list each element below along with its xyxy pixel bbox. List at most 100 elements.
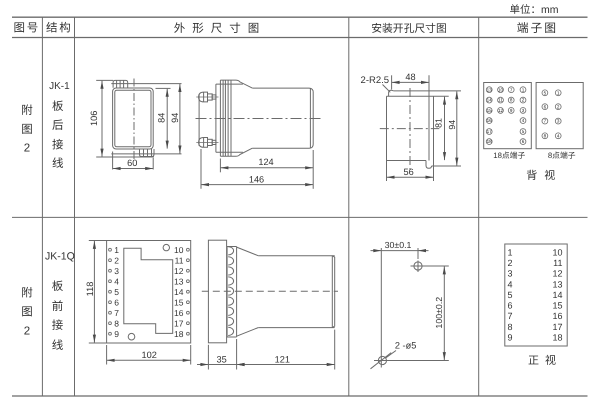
svg-text:30±0.1: 30±0.1 xyxy=(385,240,412,250)
svg-text:结构: 结构 xyxy=(46,22,73,35)
svg-text:8: 8 xyxy=(114,319,119,329)
svg-text:17: 17 xyxy=(487,129,493,134)
svg-text:线: 线 xyxy=(52,157,64,170)
svg-text:60: 60 xyxy=(127,158,137,168)
svg-text:7: 7 xyxy=(544,119,547,124)
svg-text:背: 背 xyxy=(526,169,537,182)
svg-text:2: 2 xyxy=(24,142,30,154)
svg-text:6: 6 xyxy=(522,139,525,144)
svg-text:13: 13 xyxy=(487,87,493,92)
svg-text:121: 121 xyxy=(275,354,290,364)
svg-text:11: 11 xyxy=(175,256,184,266)
svg-text:118: 118 xyxy=(85,282,95,297)
svg-text:18: 18 xyxy=(487,139,493,144)
svg-text:4: 4 xyxy=(557,133,560,138)
svg-text:17: 17 xyxy=(552,322,562,332)
svg-text:146: 146 xyxy=(249,175,264,185)
svg-text:外形尺寸图: 外形尺寸图 xyxy=(174,22,267,35)
svg-text:9: 9 xyxy=(508,333,513,343)
svg-text:8点端子: 8点端子 xyxy=(548,151,576,160)
svg-text:8: 8 xyxy=(544,133,547,138)
svg-text:10: 10 xyxy=(552,247,562,257)
svg-text:11: 11 xyxy=(498,98,503,103)
svg-text:2: 2 xyxy=(24,326,30,338)
svg-text:安装开孔尺寸图: 安装开孔尺寸图 xyxy=(371,22,447,35)
svg-text:12: 12 xyxy=(174,266,184,276)
svg-text:16: 16 xyxy=(174,308,184,318)
svg-text:8: 8 xyxy=(508,322,513,332)
svg-text:5: 5 xyxy=(114,287,119,297)
svg-text:35: 35 xyxy=(216,354,226,364)
svg-text:9: 9 xyxy=(114,329,119,339)
svg-text:板: 板 xyxy=(52,100,64,113)
svg-text:18: 18 xyxy=(552,333,562,343)
svg-text:100±0.2: 100±0.2 xyxy=(434,297,444,329)
svg-text:1: 1 xyxy=(557,90,560,95)
svg-text:10: 10 xyxy=(498,87,504,92)
svg-text:13: 13 xyxy=(552,279,562,289)
svg-text:1: 1 xyxy=(522,87,525,92)
svg-text:3: 3 xyxy=(114,266,119,276)
svg-text:端子图: 端子图 xyxy=(517,21,558,35)
svg-text:18: 18 xyxy=(174,329,184,339)
svg-text:5: 5 xyxy=(508,290,513,300)
svg-text:JK-1Q: JK-1Q xyxy=(45,251,75,263)
svg-text:14: 14 xyxy=(552,290,562,300)
svg-text:15: 15 xyxy=(487,108,493,113)
svg-text:12: 12 xyxy=(552,269,562,279)
svg-text:单位：mm: 单位：mm xyxy=(510,4,559,16)
svg-text:17: 17 xyxy=(174,319,184,329)
svg-text:16: 16 xyxy=(552,311,562,321)
svg-text:102: 102 xyxy=(142,350,157,360)
svg-text:图: 图 xyxy=(21,123,33,136)
svg-text:视: 视 xyxy=(545,354,556,367)
svg-text:线: 线 xyxy=(52,339,64,352)
svg-text:4: 4 xyxy=(522,118,525,123)
svg-text:56: 56 xyxy=(403,167,413,177)
svg-text:2 -ø5: 2 -ø5 xyxy=(395,341,416,351)
svg-text:81: 81 xyxy=(434,118,444,128)
svg-text:14: 14 xyxy=(487,98,493,103)
svg-text:2: 2 xyxy=(508,258,513,268)
svg-text:7: 7 xyxy=(114,308,119,318)
svg-text:94: 94 xyxy=(447,120,457,130)
svg-text:6: 6 xyxy=(114,298,119,308)
svg-text:附: 附 xyxy=(21,287,33,300)
svg-text:3: 3 xyxy=(557,119,560,124)
svg-text:接: 接 xyxy=(52,138,64,151)
svg-text:16: 16 xyxy=(487,118,493,123)
svg-text:前: 前 xyxy=(52,300,64,313)
svg-text:94: 94 xyxy=(170,113,180,123)
svg-text:5: 5 xyxy=(522,129,525,134)
svg-text:3: 3 xyxy=(508,269,513,279)
svg-text:后: 后 xyxy=(52,119,64,132)
svg-text:48: 48 xyxy=(405,72,415,82)
svg-text:3: 3 xyxy=(522,108,525,113)
svg-text:15: 15 xyxy=(174,298,184,308)
svg-text:视: 视 xyxy=(544,169,555,182)
svg-text:7: 7 xyxy=(510,87,513,92)
svg-text:7: 7 xyxy=(508,311,513,321)
svg-text:106: 106 xyxy=(89,111,99,126)
svg-text:附: 附 xyxy=(21,104,33,117)
svg-text:84: 84 xyxy=(157,113,167,123)
svg-text:接: 接 xyxy=(52,319,64,332)
svg-text:10: 10 xyxy=(174,245,184,255)
svg-text:15: 15 xyxy=(552,301,562,311)
svg-text:18点端子: 18点端子 xyxy=(493,151,525,160)
svg-text:8: 8 xyxy=(510,98,513,103)
svg-text:板: 板 xyxy=(52,280,64,293)
svg-text:2: 2 xyxy=(557,104,560,109)
svg-text:2: 2 xyxy=(522,98,525,103)
svg-text:6: 6 xyxy=(508,301,513,311)
svg-text:JK-1: JK-1 xyxy=(49,81,70,92)
svg-text:9: 9 xyxy=(510,108,513,113)
svg-text:6: 6 xyxy=(544,104,547,109)
svg-text:2: 2 xyxy=(114,256,119,266)
svg-text:2-R2.5: 2-R2.5 xyxy=(361,75,390,86)
svg-text:13: 13 xyxy=(174,277,184,287)
svg-text:11: 11 xyxy=(553,258,562,268)
svg-text:1: 1 xyxy=(114,245,119,255)
svg-text:4: 4 xyxy=(508,279,513,289)
svg-text:图号: 图号 xyxy=(13,22,40,35)
